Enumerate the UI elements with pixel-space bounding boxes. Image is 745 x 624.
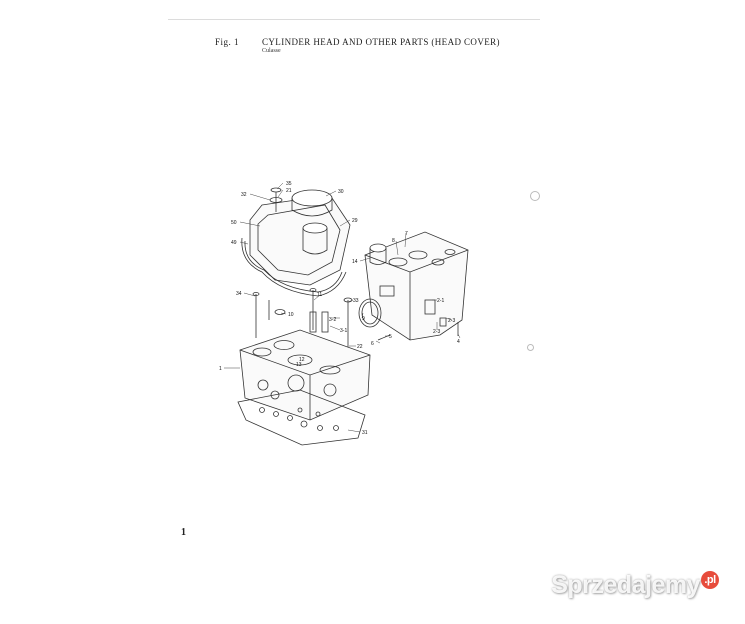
cylinder-head-drawing xyxy=(237,288,371,446)
callout-label: 12 xyxy=(299,357,305,363)
callout-label: 5 xyxy=(389,334,392,340)
callout-label: 22 xyxy=(357,344,363,350)
figure-subtitle: Culasse xyxy=(262,48,281,54)
margin-punch-mark xyxy=(527,344,534,351)
callout-label: 50 xyxy=(231,220,237,226)
callout-label: 29 xyxy=(352,218,358,224)
page-top-rule xyxy=(168,19,540,20)
callout-label: 8 xyxy=(392,238,395,244)
callout-label: 49 xyxy=(231,240,237,246)
figure-title: CYLINDER HEAD AND OTHER PARTS (HEAD COVE… xyxy=(262,37,500,47)
callout-label: 11 xyxy=(317,292,322,298)
callout-label: 34 xyxy=(236,291,242,297)
figure-number: Fig. 1 xyxy=(215,37,240,47)
callout-label: 6 xyxy=(371,341,374,347)
callout-label: 7 xyxy=(405,231,408,237)
watermark-text: Sprzedajemy xyxy=(551,571,700,599)
callout-label: 2-3 xyxy=(433,329,440,335)
watermark-logo: Sprzedajemy.pl xyxy=(551,571,719,600)
page-number: 1 xyxy=(181,527,186,538)
callout-label: 21 xyxy=(286,188,292,194)
margin-punch-mark xyxy=(530,191,540,201)
watermark-badge: .pl xyxy=(701,571,719,589)
callout-label: 9 xyxy=(362,316,365,322)
rocker-block-drawing xyxy=(358,231,469,341)
callout-label: 4 xyxy=(457,339,460,345)
callout-label: 30 xyxy=(338,189,344,195)
callout-label: 3-2 xyxy=(329,317,336,323)
callout-label: 13 xyxy=(296,362,302,368)
head-cover-drawing xyxy=(241,187,351,297)
callout-label: 3-1 xyxy=(340,328,347,334)
callout-label: 32 xyxy=(241,192,247,198)
callout-label: 35 xyxy=(286,181,292,187)
callout-label: 14 xyxy=(352,259,358,265)
callout-labels: 35 21 32 30 50 29 49 14 7 8 34 11 10 3-2… xyxy=(219,181,460,436)
leader-lines xyxy=(224,182,461,433)
callout-label: 2-1 xyxy=(437,298,444,304)
callout-label: 31 xyxy=(362,430,368,436)
callout-label: 1 xyxy=(219,366,222,372)
callout-label: 33 xyxy=(353,298,359,304)
callout-label: 2-3 xyxy=(448,318,455,324)
callout-label: 10 xyxy=(288,312,294,318)
